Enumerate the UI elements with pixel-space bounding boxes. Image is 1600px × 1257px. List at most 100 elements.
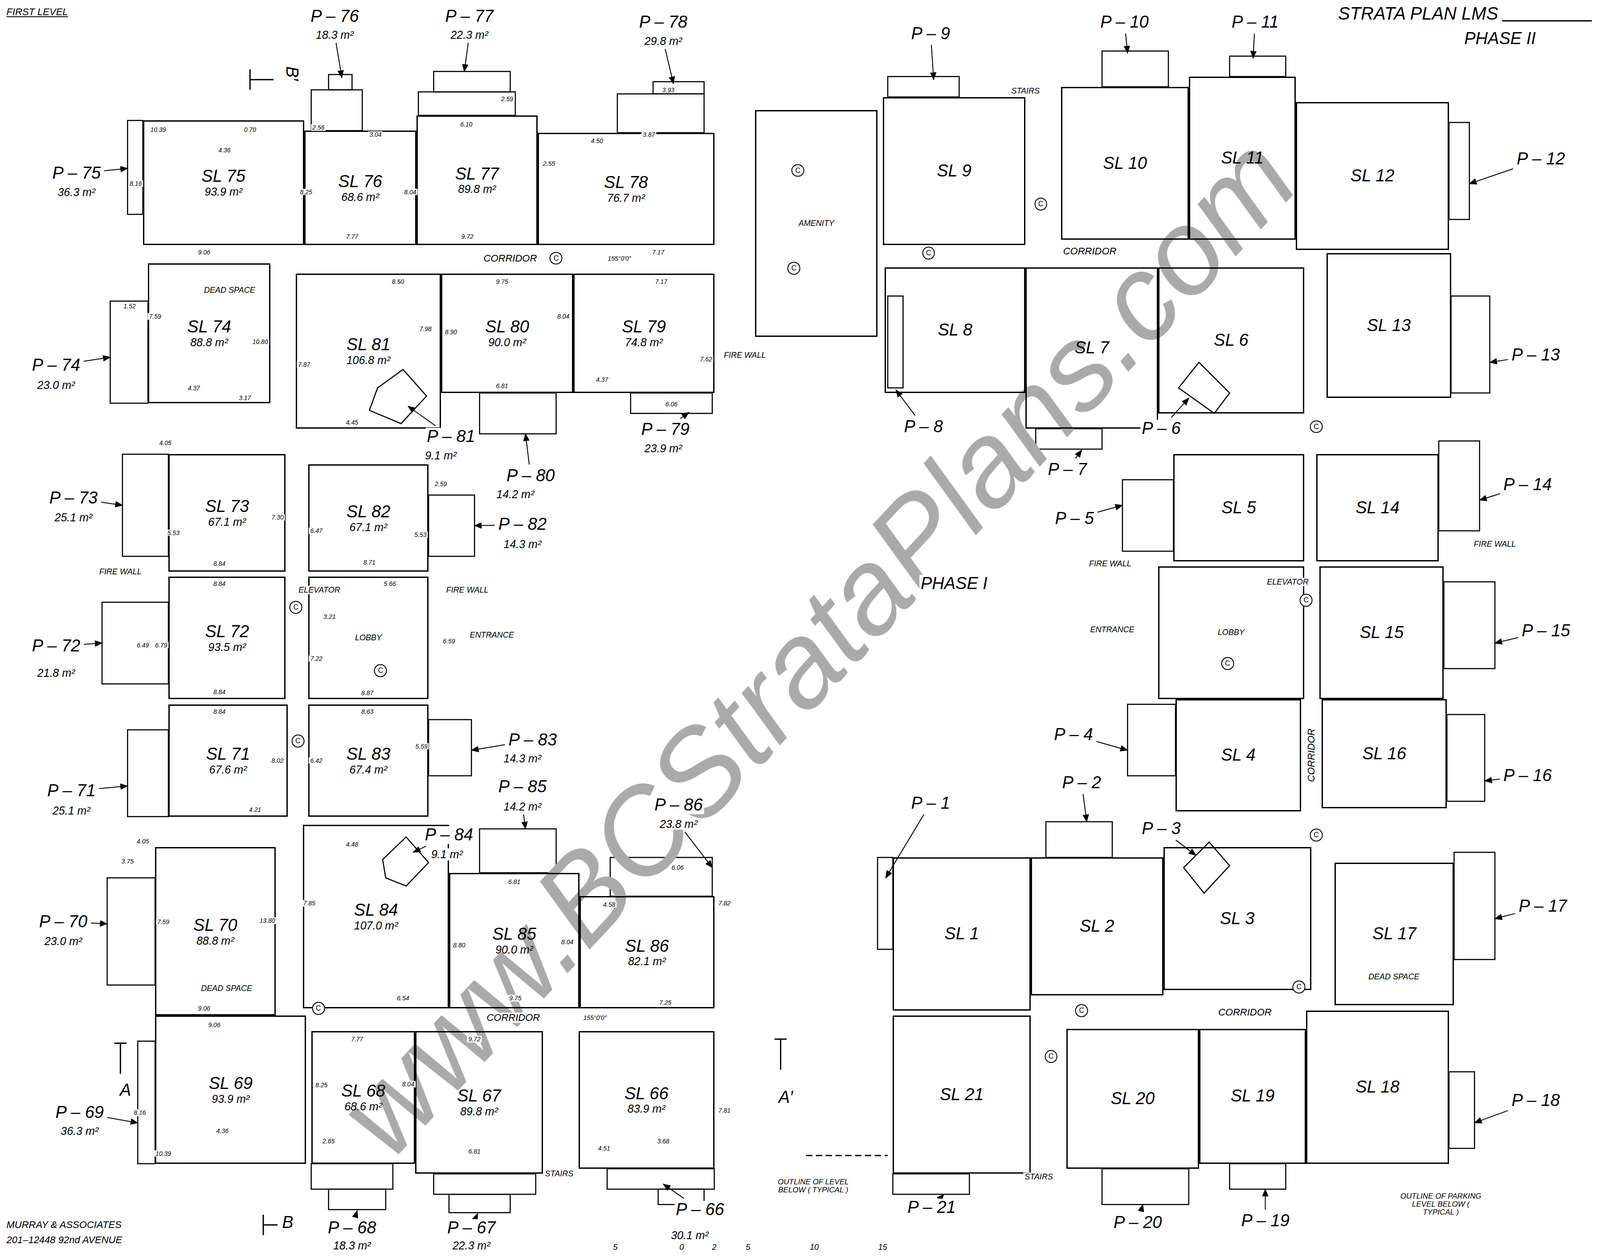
patio-outline [110, 301, 148, 404]
parking-callout: P – 78 [637, 13, 689, 32]
dimension: 2.65 [321, 1137, 336, 1145]
lot-area: 76.7 m² [607, 191, 645, 205]
patio-outline [428, 494, 475, 556]
lot-number: SL 80 [485, 317, 530, 337]
dimension: 1.52 [122, 302, 137, 310]
patio-outline [1438, 440, 1480, 531]
leader-line [1265, 1188, 1266, 1210]
patio-outline [428, 719, 472, 776]
note-label: 0 [677, 1242, 686, 1252]
lot-area: 93.5 m² [208, 640, 246, 654]
leader-line [83, 642, 103, 645]
leader-line [99, 785, 128, 789]
patio-outline [1102, 51, 1169, 87]
parking-callout: P – 67 [445, 1218, 497, 1237]
lot-number: SL 17 [1372, 924, 1417, 943]
note-label: STAIRS [1009, 86, 1041, 95]
lot-number: SL 15 [1359, 623, 1404, 642]
dimension: 0.70 [242, 126, 258, 134]
dimension: 8.90 [443, 328, 459, 335]
dimension: 8.04 [400, 1080, 416, 1088]
area-value: 22.3 m² [448, 28, 490, 41]
leader-line [107, 1117, 138, 1123]
dimension: 8.63 [359, 707, 375, 715]
space-label: CORRIDOR [1306, 726, 1317, 784]
dimension: 7.77 [344, 233, 360, 241]
leader-line [83, 357, 111, 362]
title-underline [1502, 20, 1592, 22]
note-label: FIRE WALL [1087, 559, 1133, 568]
lot-area: 89.8 m² [460, 1105, 498, 1118]
parking-callout: P – 69 [53, 1103, 105, 1122]
dimension: 5.53 [166, 529, 181, 536]
patio-outline [1045, 821, 1113, 858]
common-property-marker: C [1075, 1004, 1089, 1017]
lot-number: SL 77 [455, 164, 500, 184]
parking-callout: P – 15 [1520, 621, 1572, 640]
dimension: 8.02 [269, 756, 285, 764]
strata-lot: SL 17 [1334, 862, 1454, 1006]
area-value: 36.3 m² [56, 186, 97, 198]
lot-number: SL 4 [1220, 745, 1256, 765]
lot-number: SL 72 [204, 622, 249, 641]
patio-outline [1178, 362, 1230, 414]
dimension: 6.49 [135, 641, 151, 649]
space-label: 201–12448 92nd AVENUE [4, 1234, 124, 1245]
lot-area: 89.8 m² [458, 183, 497, 196]
area-value: 30.1 m² [669, 1228, 711, 1241]
leader-line [663, 1183, 685, 1198]
patio-outline [607, 1168, 715, 1189]
lot-number: SL 83 [346, 744, 391, 764]
lot-area: 82.1 m² [628, 955, 666, 968]
dimension: 8.84 [212, 580, 227, 588]
strata-lot: SL 19 [1199, 1028, 1307, 1164]
leader-line [476, 1213, 478, 1217]
lot-number: SL 69 [208, 1073, 253, 1093]
lot-number: SL 11 [1220, 148, 1264, 168]
section-marker [263, 1223, 278, 1225]
dimension: 7.81 [717, 1106, 732, 1114]
patio-outline [137, 1040, 156, 1164]
note: OUTLINE OF PARKING LEVEL BELOW ( TYPICAL… [1395, 1191, 1487, 1217]
leader-line [1083, 793, 1087, 822]
strata-lot: SL 21 [892, 1015, 1031, 1174]
note-label: FIRE WALL [97, 567, 143, 576]
note-label: 5 [611, 1242, 619, 1252]
strata-lot: SL 4 [1175, 698, 1302, 812]
dimension: 3.87 [641, 131, 657, 139]
patio-outline [877, 857, 893, 949]
leader-line [104, 168, 128, 171]
lot-area: 67.1 m² [349, 521, 388, 534]
dimension: 10.39 [149, 126, 168, 134]
patio-outline [1446, 714, 1485, 802]
strata-lot: SL 2 [1030, 857, 1164, 995]
lot-number: SL 2 [1079, 916, 1115, 936]
dimension: 9.06 [206, 1021, 222, 1029]
patio-outline [122, 453, 169, 556]
parking-callout: P – 8 [902, 417, 945, 436]
dimension: 3.75 [120, 857, 135, 865]
common-property-marker: C [791, 163, 805, 177]
dimension: 8.04 [555, 313, 571, 320]
dimension: 4.05 [157, 439, 173, 447]
lot-area: 67.4 m² [349, 763, 388, 776]
common-property-marker: C [787, 261, 801, 275]
lot-area: 88.8 m² [196, 934, 235, 947]
space-label: CORRIDOR [485, 1012, 542, 1023]
dimension: 6.47 [309, 527, 324, 535]
dimension: 9.75 [507, 994, 523, 1002]
area-value: 22.3 m² [451, 1239, 492, 1251]
lot-number: SL 16 [1362, 744, 1407, 764]
dimension: 8.16 [128, 180, 143, 188]
leader-line [523, 814, 526, 829]
lot-number: SL 5 [1221, 498, 1256, 518]
dimension: 3.68 [655, 1137, 671, 1145]
note-label: FIRE WALL [722, 351, 768, 360]
strata-lot: SL 6 [1158, 267, 1305, 414]
area-value: 14.2 m² [494, 488, 536, 500]
patio-outline [887, 76, 960, 98]
dimension: 7.25 [657, 998, 673, 1006]
dimension: 2.55 [541, 159, 557, 167]
strata-lot: SL 7367.1 m² [168, 453, 286, 572]
parking-callout: P – 80 [505, 466, 556, 485]
